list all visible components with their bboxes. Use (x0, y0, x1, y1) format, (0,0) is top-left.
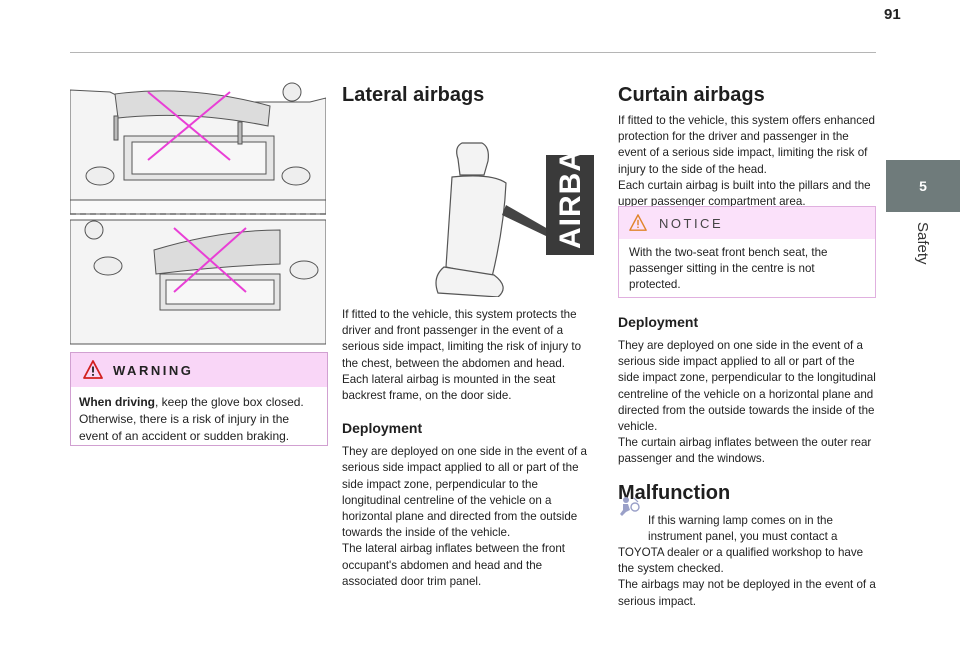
lateral-intro-text: If fitted to the vehicle, this system pr… (342, 308, 582, 370)
warning-box: WARNING When driving, keep the glove box… (70, 352, 328, 446)
seat-airbag-illustration: AIRBAG (435, 125, 594, 297)
notice-text: With the two-seat front bench seat, the … (629, 246, 828, 291)
curtain-deployment-text-2: The curtain airbag inflates between the … (618, 436, 872, 466)
notice-box: NOTICE With the two-seat front bench sea… (618, 206, 876, 298)
curtain-deployment-title: Deployment (618, 314, 699, 330)
chapter-tab-label: Safety (914, 222, 931, 265)
malfunction-line-1: If this warning lamp comes on in the (648, 513, 833, 527)
malfunction-title: Malfunction (618, 481, 731, 504)
curtain-deployment-section: Deployment They are deployed on one side… (618, 314, 876, 610)
glovebox-illustration (70, 80, 326, 346)
warning-text: When driving, keep the glove box closed.… (71, 387, 327, 445)
warning-body-text: , keep the glove box closed. Otherwise, … (79, 395, 304, 443)
warning-heading: WARNING (113, 362, 194, 378)
airbag-warning-lamp-icon (620, 497, 640, 516)
warning-triangle-icon (83, 360, 103, 379)
warning-header: WARNING (71, 353, 327, 387)
malfunction-text: TOYOTA dealer or a qualified workshop to… (618, 546, 864, 576)
notice-heading: NOTICE (659, 215, 724, 231)
curtain-deployment-text: They are deployed on one side in the eve… (618, 339, 876, 434)
curtain-intro-text-2: Each curtain airbag is built into the pi… (618, 178, 871, 209)
malfunction-line-2: instrument panel, you must contact a (648, 529, 838, 543)
lateral-deployment-text: They are deployed on one side in the eve… (342, 445, 587, 540)
glovebox-open-illustration (70, 80, 326, 346)
lateral-airbags-title: Lateral airbags (342, 84, 485, 106)
curtain-intro-text: If fitted to the vehicle, this system of… (618, 114, 875, 176)
curtain-airbags-title: Curtain airbags (618, 84, 765, 106)
chapter-tab[interactable]: Safety (886, 212, 960, 292)
lateral-intro-text-2: Each lateral airbag is mounted in the se… (342, 372, 556, 403)
chapter-tab-number[interactable]: 5 (886, 160, 960, 212)
lateral-deployment-title: Deployment (342, 420, 423, 437)
lateral-deployment-text-2: The lateral airbag inflates between the … (342, 542, 565, 588)
lateral-airbags-section: Lateral airbags AIRBAG If fitted to the … (342, 80, 598, 590)
notice-triangle-icon (629, 214, 647, 231)
airbag-label: AIRBAG (554, 125, 587, 249)
malfunction-text-2: The airbags may not be deployed in the e… (618, 578, 876, 608)
curtain-airbags-section: Curtain airbags If fitted to the vehicle… (618, 80, 876, 210)
notice-header: NOTICE (619, 207, 875, 239)
page-number: 91 (884, 6, 901, 23)
warning-bold-lead: When driving (79, 395, 155, 409)
header-rule (70, 52, 876, 53)
